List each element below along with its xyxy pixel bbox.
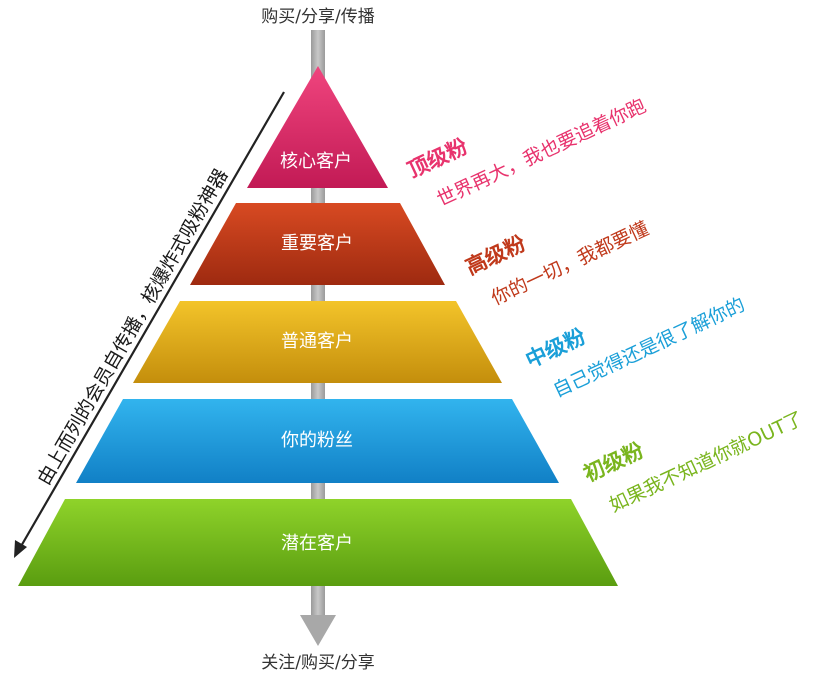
tier-2-shape — [133, 301, 502, 383]
annotation-high: 高级粉 你的一切，我都要懂 — [462, 218, 652, 310]
annotation-top: 顶级粉 世界再大，我也要追着你跑 — [404, 95, 650, 211]
annotation-entry-level: 初级粉 — [580, 438, 647, 486]
tier-4-label: 潜在客户 — [281, 533, 353, 554]
top-caption: 购买/分享/传播 — [261, 7, 374, 27]
annotation-high-level: 高级粉 — [462, 231, 529, 279]
tier-1-label: 重要客户 — [281, 233, 353, 254]
tier-3-shape — [76, 399, 559, 483]
side-arrow-head-icon — [14, 540, 27, 558]
tier-1[interactable]: 重要客户 — [190, 203, 445, 285]
tier-4-shape — [18, 499, 618, 586]
tier-3-label: 你的粉丝 — [281, 430, 353, 451]
tier-2-label: 普通客户 — [281, 331, 353, 352]
side-arrow-line — [19, 91, 285, 549]
tier-0-label: 核心客户 — [280, 151, 352, 172]
tier-3[interactable]: 你的粉丝 — [76, 399, 559, 483]
tier-0[interactable]: 核心客户 — [247, 66, 388, 188]
annotation-entry: 初级粉 如果我不知道你就OUT了 — [580, 407, 807, 516]
annotation-mid-level: 中级粉 — [522, 324, 589, 372]
bottom-caption: 关注/购买/分享 — [261, 653, 374, 673]
flow-arrow-head-icon — [300, 615, 336, 646]
tier-4[interactable]: 潜在客户 — [18, 499, 618, 586]
annotation-top-level: 顶级粉 — [404, 134, 471, 182]
tier-0-shape — [247, 66, 388, 188]
tier-2[interactable]: 普通客户 — [133, 301, 502, 383]
tier-1-shape — [190, 203, 445, 285]
annotation-high-desc: 你的一切，我都要懂 — [488, 218, 652, 310]
